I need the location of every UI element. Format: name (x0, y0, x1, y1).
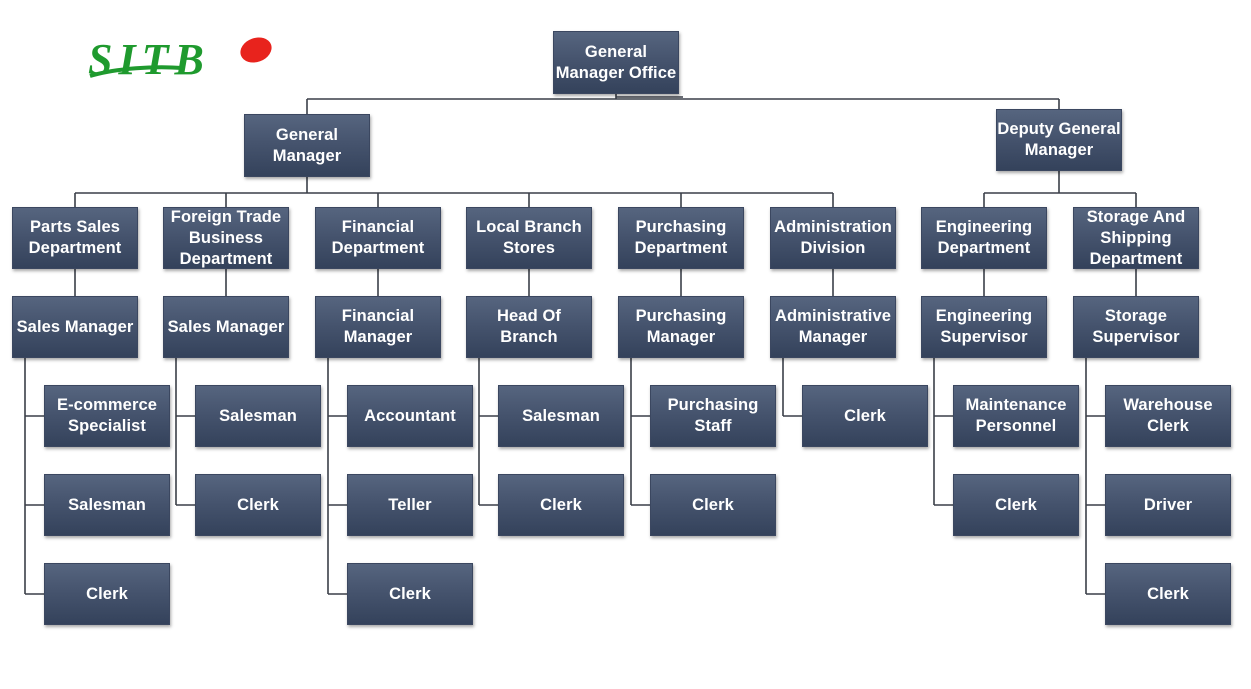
manager-head-of-branch[interactable]: Head Of Branch (466, 296, 592, 358)
dept-purchasing-department[interactable]: Purchasing Department (618, 207, 744, 269)
node-deputy-general-manager[interactable]: Deputy General Manager (996, 109, 1122, 171)
staff-salesman[interactable]: Salesman (44, 474, 170, 536)
manager-sales-manager[interactable]: Sales Manager (12, 296, 138, 358)
staff-clerk[interactable]: Clerk (498, 474, 624, 536)
logo-swoosh (89, 65, 183, 78)
manager-administrative-manager[interactable]: Administrative Manager (770, 296, 896, 358)
dept-administration-division[interactable]: Administration Division (770, 207, 896, 269)
staff-clerk[interactable]: Clerk (44, 563, 170, 625)
staff-teller[interactable]: Teller (347, 474, 473, 536)
node-general-manager-office[interactable]: General Manager Office (553, 31, 679, 94)
dept-financial-department[interactable]: Financial Department (315, 207, 441, 269)
staff-e-commerce-specialist[interactable]: E-commerce Specialist (44, 385, 170, 447)
staff-salesman[interactable]: Salesman (195, 385, 321, 447)
dept-local-branch-stores[interactable]: Local Branch Stores (466, 207, 592, 269)
staff-purchasing-staff[interactable]: Purchasing Staff (650, 385, 776, 447)
staff-accountant[interactable]: Accountant (347, 385, 473, 447)
staff-clerk[interactable]: Clerk (347, 563, 473, 625)
manager-financial-manager[interactable]: Financial Manager (315, 296, 441, 358)
staff-clerk[interactable]: Clerk (802, 385, 928, 447)
manager-purchasing-manager[interactable]: Purchasing Manager (618, 296, 744, 358)
manager-storage-supervisor[interactable]: Storage Supervisor (1073, 296, 1199, 358)
logo-red-dot (240, 37, 272, 63)
dept-storage-and-shipping-department[interactable]: Storage And Shipping Department (1073, 207, 1199, 269)
company-logo: SITB (88, 35, 272, 84)
staff-clerk[interactable]: Clerk (953, 474, 1079, 536)
staff-driver[interactable]: Driver (1105, 474, 1231, 536)
staff-maintenance-personnel[interactable]: Maintenance Personnel (953, 385, 1079, 447)
node-general-manager[interactable]: General Manager (244, 114, 370, 177)
dept-engineering-department[interactable]: Engineering Department (921, 207, 1047, 269)
staff-clerk[interactable]: Clerk (650, 474, 776, 536)
staff-warehouse-clerk[interactable]: Warehouse Clerk (1105, 385, 1231, 447)
dept-parts-sales-department[interactable]: Parts Sales Department (12, 207, 138, 269)
staff-clerk[interactable]: Clerk (195, 474, 321, 536)
staff-salesman[interactable]: Salesman (498, 385, 624, 447)
dept-foreign-trade-business-department[interactable]: Foreign Trade Business Department (163, 207, 289, 269)
manager-sales-manager[interactable]: Sales Manager (163, 296, 289, 358)
manager-engineering-supervisor[interactable]: Engineering Supervisor (921, 296, 1047, 358)
staff-clerk[interactable]: Clerk (1105, 563, 1231, 625)
logo-text: SITB (88, 35, 210, 84)
